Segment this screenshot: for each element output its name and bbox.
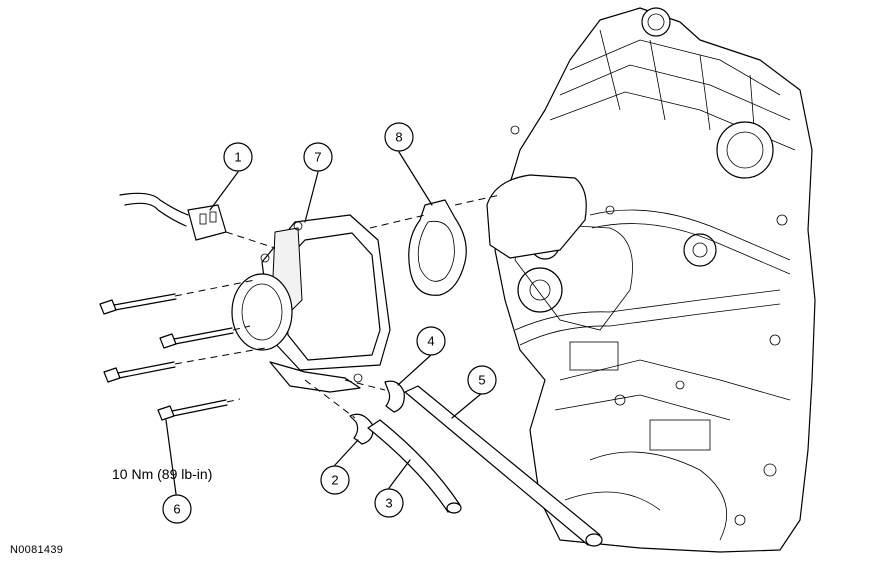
callout-label: 3	[385, 496, 392, 511]
callout-label: 4	[427, 334, 434, 349]
bolt	[99, 293, 177, 315]
callout-label: 2	[331, 473, 338, 488]
alignment-lines	[174, 194, 501, 419]
callout-label: 7	[314, 150, 321, 165]
engine-assembly	[486, 7, 816, 553]
callout-1: 1	[223, 142, 253, 172]
callout-label: 6	[173, 502, 180, 517]
callout-label: 1	[234, 150, 241, 165]
callout-3: 3	[374, 488, 404, 518]
coolant-hoses	[367, 385, 603, 547]
callout-5: 5	[467, 365, 497, 395]
callout-label: 8	[395, 130, 402, 145]
callout-8: 8	[384, 122, 414, 152]
callout-4: 4	[416, 326, 446, 356]
leader-lines	[165, 151, 483, 495]
electrical-connector	[119, 192, 227, 241]
hose-clamps	[349, 380, 405, 445]
callout-6: 6	[162, 494, 192, 524]
callout-label: 5	[478, 373, 485, 388]
bolt	[159, 327, 234, 349]
torque-spec: 10 Nm (89 lb-in)	[112, 466, 213, 482]
callout-7: 7	[303, 142, 333, 172]
throttle-body-housing	[231, 214, 391, 393]
bolt	[157, 399, 228, 421]
bolts	[99, 293, 234, 421]
figure-id: N0081439	[10, 544, 64, 556]
bolt	[103, 361, 176, 383]
callout-2: 2	[320, 465, 350, 495]
gasket	[408, 199, 467, 296]
